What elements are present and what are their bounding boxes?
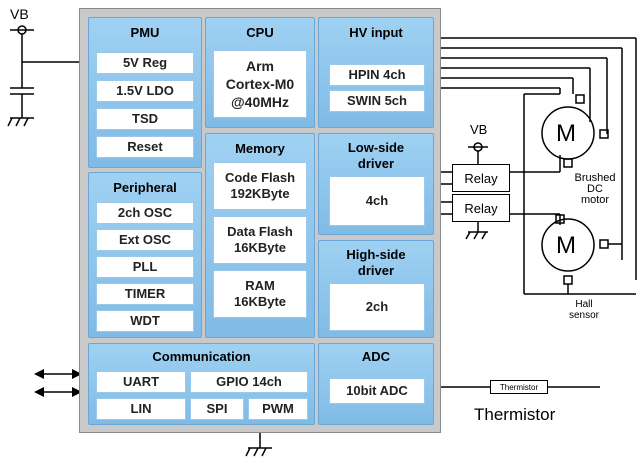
highside-title: High-side driver [346, 247, 406, 278]
memory-item: RAM 16KByte [213, 270, 307, 318]
pmu-item: 1.5V LDO [96, 80, 194, 102]
communication-block: Communication UART GPIO 14ch LIN SPI PWM [88, 343, 315, 425]
pmu-item: Reset [96, 136, 194, 158]
comm-item: UART [96, 371, 186, 393]
hv-item: SWIN 5ch [329, 90, 425, 112]
memory-title: Memory [235, 141, 285, 156]
adc-value: 10bit ADC [329, 378, 425, 404]
adc-title: ADC [361, 349, 391, 364]
memory-item: Code Flash 192KByte [213, 162, 307, 210]
relay-vb-label: VB [470, 122, 488, 137]
comm-item: SPI [190, 398, 244, 420]
hv-title: HV input [349, 25, 403, 40]
relay-1: Relay [452, 164, 510, 192]
pmu-item: 5V Reg [96, 52, 194, 74]
peripheral-item: 2ch OSC [96, 202, 194, 224]
comm-item: GPIO 14ch [190, 371, 308, 393]
low-side-driver-block: Low-side driver 4ch [318, 133, 434, 235]
memory-item: Data Flash 16KByte [213, 216, 307, 264]
memory-block: Memory Code Flash 192KByte Data Flash 16… [205, 133, 315, 338]
lowside-title: Low-side driver [347, 140, 405, 171]
peripheral-item: WDT [96, 310, 194, 332]
motor2-body [541, 218, 595, 272]
arrow-left-icon [34, 369, 44, 379]
hv-input-block: HV input HPIN 4ch SWIN 5ch [318, 17, 434, 128]
pmu-title: PMU [130, 25, 160, 40]
arrow-right-icon [72, 369, 82, 379]
arrow-left-icon [34, 387, 44, 397]
adc-block: ADC 10bit ADC [318, 343, 434, 425]
peripheral-item: PLL [96, 256, 194, 278]
peripheral-title: Peripheral [113, 180, 177, 195]
thermistor-symbol: Thermistor [490, 380, 548, 394]
arrow-right-icon [72, 387, 82, 397]
peripheral-item: Ext OSC [96, 229, 194, 251]
hv-item: HPIN 4ch [329, 64, 425, 86]
pmu-block: PMU 5V Reg 1.5V LDO TSD Reset [88, 17, 202, 168]
pmu-item: TSD [96, 108, 194, 130]
cpu-block: CPU Arm Cortex-M0 @40MHz [205, 17, 315, 128]
hall-sensor-caption: Hall sensor [568, 299, 599, 321]
motor-2-symbol: M [556, 232, 576, 259]
comm-item: LIN [96, 398, 186, 420]
highside-value: 2ch [329, 283, 425, 331]
high-side-driver-block: High-side driver 2ch [318, 240, 434, 338]
comm-item: PWM [248, 398, 308, 420]
peripheral-block: Peripheral 2ch OSC Ext OSC PLL TIMER WDT [88, 172, 202, 338]
vb-label: VB [10, 6, 29, 22]
cpu-core: Arm Cortex-M0 @40MHz [213, 50, 307, 118]
thermistor-caption: Thermistor [474, 405, 556, 424]
lowside-value: 4ch [329, 176, 425, 226]
relay-2: Relay [452, 194, 510, 222]
communication-title: Communication [152, 349, 251, 364]
motor-caption: Brushed DC motor [574, 172, 616, 206]
peripheral-item: TIMER [96, 283, 194, 305]
cpu-title: CPU [246, 25, 274, 40]
motor-1-symbol: M [556, 120, 576, 147]
